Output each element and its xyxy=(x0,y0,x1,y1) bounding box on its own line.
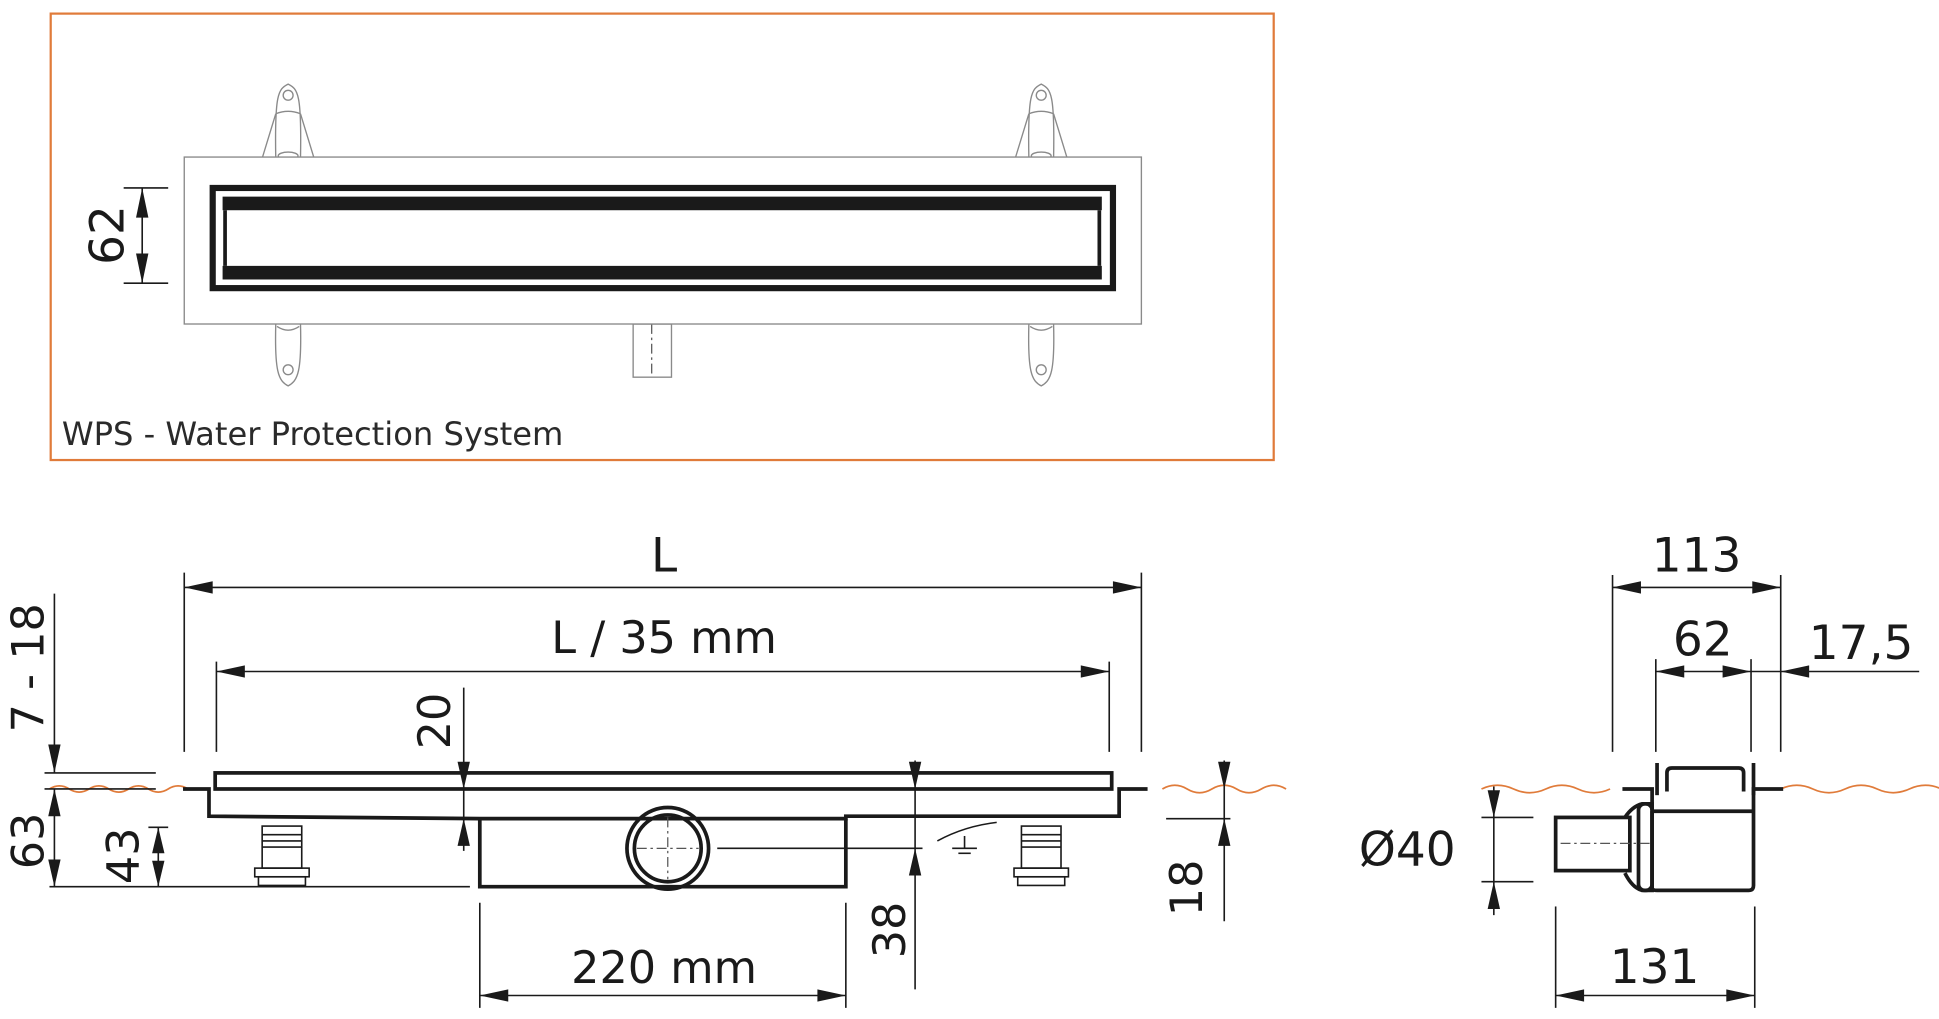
dimension-grate-width-section: 62 xyxy=(1655,612,1752,752)
dimension-pipe-diameter: Ø40 xyxy=(1359,786,1534,916)
grate-outer xyxy=(209,184,1117,292)
dim-L-minus-35: L ∕ 35 mm xyxy=(551,613,777,664)
section-view: 113 62 17,5 Ø40 xyxy=(1359,528,1939,1008)
outlet-stub xyxy=(632,323,673,378)
mounting-bracket-icon xyxy=(1014,83,1068,161)
mounting-bracket-icon xyxy=(261,83,315,161)
dim-diameter-40: Ø40 xyxy=(1359,823,1456,878)
dim-L: L xyxy=(651,528,677,583)
grate-slot-bottom xyxy=(222,265,1102,280)
dimension-total-length: L xyxy=(183,528,1143,752)
dim-18: 18 xyxy=(1162,860,1213,917)
top-view-caption: WPS - Water Protection System xyxy=(62,415,563,453)
grate-plate xyxy=(213,771,1114,791)
floor-line-section-right xyxy=(1780,784,1939,794)
mounting-bracket-icon xyxy=(274,323,302,387)
dim-62-top: 62 xyxy=(81,205,136,265)
dim-113: 113 xyxy=(1652,528,1742,583)
dim-38: 38 xyxy=(865,902,916,959)
section-grate xyxy=(1665,766,1746,792)
dimension-grate-height: 20 xyxy=(410,687,470,851)
dimension-total-height: 63 xyxy=(3,788,61,887)
dimension-outlet-offset: 220 mm xyxy=(478,902,847,1008)
dimension-adjust-range: 7 - 18 xyxy=(3,593,156,790)
dimension-flange-height: 18 xyxy=(1162,760,1231,922)
dimension-outlet-length: 131 xyxy=(1554,906,1756,1008)
adjustable-foot-left xyxy=(253,825,310,887)
drain-body-outline xyxy=(183,156,1143,325)
dim-220mm: 220 mm xyxy=(571,943,757,994)
dimension-overall-width: 113 xyxy=(1611,528,1782,752)
dim-131: 131 xyxy=(1610,940,1700,995)
floor-line-section-left xyxy=(1481,784,1611,794)
dim-62-section: 62 xyxy=(1673,612,1733,667)
dimension-flange-width: 17,5 xyxy=(1751,616,1920,678)
floor-line-left xyxy=(49,785,189,793)
dim-17-5: 17,5 xyxy=(1809,616,1914,671)
dim-20: 20 xyxy=(410,693,461,750)
dimension-grate-length: L ∕ 35 mm xyxy=(215,613,1111,752)
mounting-bracket-icon xyxy=(1027,323,1055,387)
dimension-grate-width-top: 62 xyxy=(81,187,169,284)
drain-channel xyxy=(477,818,848,889)
dim-7-18: 7 - 18 xyxy=(3,603,54,732)
dim-63: 63 xyxy=(3,813,54,870)
adjustable-foot-right xyxy=(1013,825,1070,887)
dim-43: 43 xyxy=(99,827,150,884)
side-view: L L ∕ 35 mm 7 - 18 63 xyxy=(3,528,1287,1008)
grate-slot-top xyxy=(222,196,1102,211)
top-view-frame xyxy=(49,12,1275,462)
ground-icon xyxy=(936,821,997,855)
section-outlet-pipe xyxy=(1553,801,1654,893)
dimension-foot-height: 43 xyxy=(99,826,169,887)
outlet-pipe-icon xyxy=(625,805,711,892)
top-view: 62 WPS - Water Protection System xyxy=(49,12,1275,462)
dimension-outlet-center: 38 xyxy=(865,760,922,990)
